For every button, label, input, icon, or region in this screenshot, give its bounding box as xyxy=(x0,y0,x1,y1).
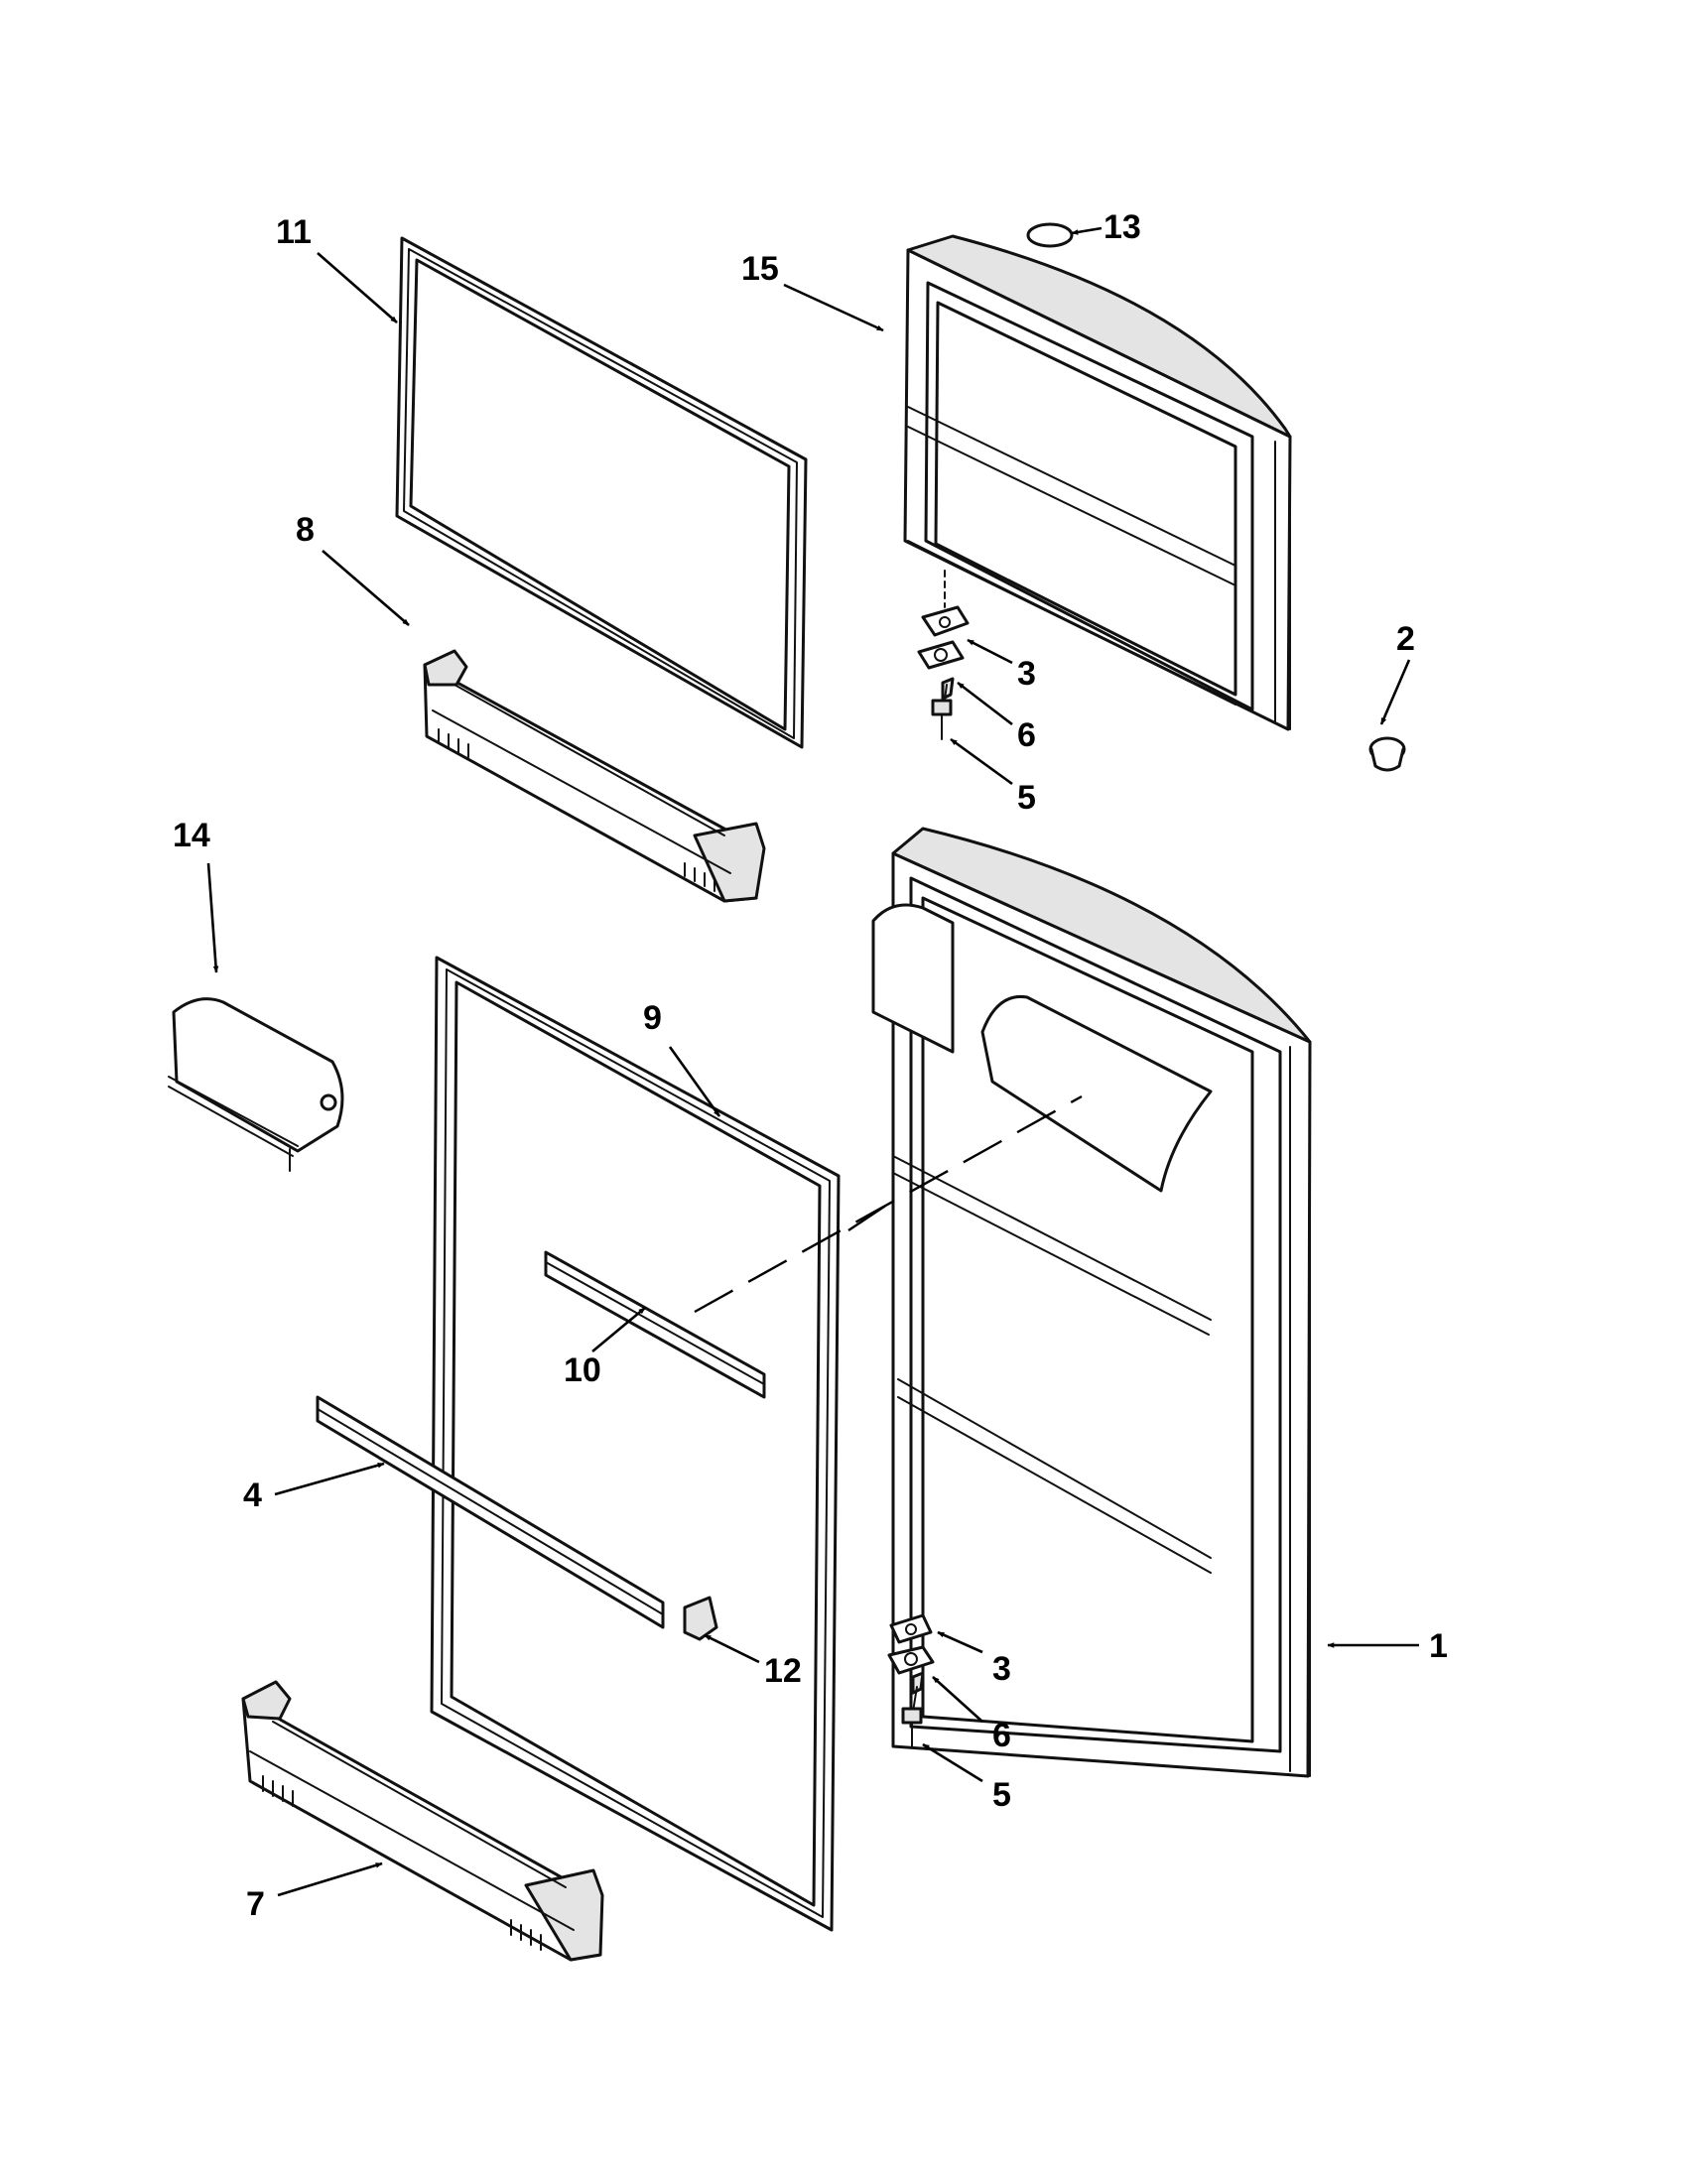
leader-4 xyxy=(274,1462,385,1496)
callout-9: 9 xyxy=(643,999,662,1037)
leader-8 xyxy=(322,550,410,626)
callout-5a: 5 xyxy=(1017,779,1036,817)
hinge-cap xyxy=(1368,736,1406,772)
leader-14 xyxy=(206,862,219,973)
leader-15 xyxy=(783,283,884,332)
leader-10 xyxy=(591,1306,646,1353)
fresh-food-door-gasket xyxy=(430,956,841,1932)
dairy-door xyxy=(168,997,344,1172)
fresh-food-door xyxy=(871,827,1312,1778)
freezer-door-gasket xyxy=(395,236,808,749)
callout-1: 1 xyxy=(1429,1627,1448,1665)
callout-13: 13 xyxy=(1104,208,1141,246)
callout-3b: 3 xyxy=(992,1650,1011,1688)
callout-5b: 5 xyxy=(992,1776,1011,1814)
callout-6a: 6 xyxy=(1017,716,1036,754)
leader-2 xyxy=(1379,659,1411,725)
leader-9 xyxy=(668,1046,721,1117)
callout-7: 7 xyxy=(246,1885,265,1923)
rail-end-cap xyxy=(683,1596,718,1641)
leader-6a xyxy=(957,681,1013,726)
callout-2: 2 xyxy=(1396,620,1415,658)
callout-12: 12 xyxy=(764,1652,802,1690)
door-plug xyxy=(1026,222,1074,248)
leader-3b xyxy=(937,1630,983,1654)
leader-13 xyxy=(1071,226,1103,235)
leader-12 xyxy=(704,1633,760,1664)
upper-hinge-hardware xyxy=(917,570,970,740)
callout-11: 11 xyxy=(276,213,312,251)
callout-14: 14 xyxy=(173,817,210,854)
leader-5b xyxy=(922,1742,983,1783)
leader-6b xyxy=(932,1676,983,1723)
callout-15: 15 xyxy=(741,250,779,288)
callout-10: 10 xyxy=(564,1351,601,1389)
alignment-line xyxy=(694,1094,1083,1314)
leader-5a xyxy=(950,737,1013,786)
callout-3a: 3 xyxy=(1017,655,1036,693)
freezer-door-bin xyxy=(423,649,766,903)
door-rail-upper xyxy=(544,1250,766,1399)
leader-7 xyxy=(277,1862,383,1897)
leader-lines xyxy=(206,226,1419,1897)
door-rail-lower xyxy=(316,1395,665,1629)
freezer-door xyxy=(903,234,1292,731)
callout-6b: 6 xyxy=(992,1717,1011,1754)
leader-11 xyxy=(317,252,398,323)
lower-hinge-hardware xyxy=(887,1587,935,1747)
alignment-line-2 xyxy=(847,1200,894,1231)
leader-3a xyxy=(967,638,1013,665)
callout-8: 8 xyxy=(296,511,315,549)
callout-labels: 1 2 3 3 4 5 5 6 6 7 8 9 10 11 12 13 14 1… xyxy=(173,208,1448,1923)
callout-4: 4 xyxy=(243,1477,262,1514)
fresh-food-door-bin xyxy=(241,1680,604,1962)
